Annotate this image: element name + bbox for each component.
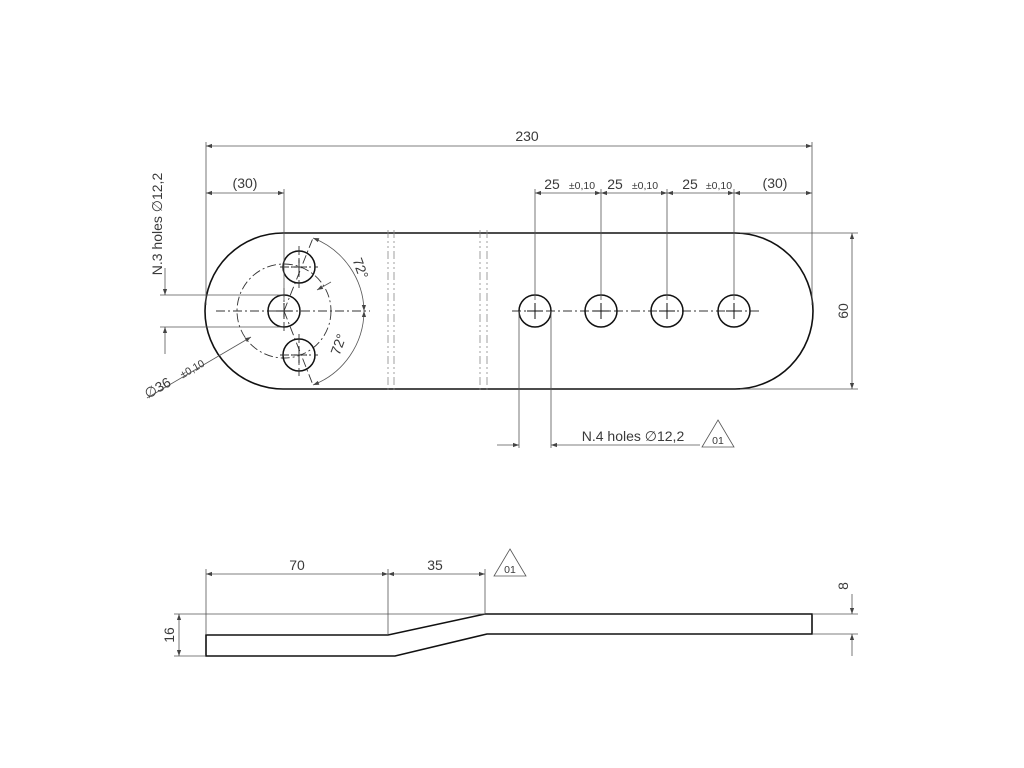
dim-flat-length: 70 xyxy=(289,557,305,573)
dim-right-ref: (30) xyxy=(763,175,788,191)
revision-label-top: 01 xyxy=(712,435,724,447)
revision-triangle-side xyxy=(493,548,527,577)
dim-pitch-2-tol: ±0,10 xyxy=(632,180,658,192)
revision-label-side: 01 xyxy=(504,564,516,576)
plate-outline xyxy=(204,232,814,390)
revision-triangle-top xyxy=(701,419,735,448)
dim-overall-length: 230 xyxy=(515,128,539,144)
dim-width: 60 xyxy=(835,303,851,319)
dim-pitch-1: 25 xyxy=(544,176,560,192)
dim-thickness: 8 xyxy=(835,582,851,590)
note-three-holes: N.3 holes ∅12,2 xyxy=(149,173,165,276)
dim-offset-height: 16 xyxy=(161,627,177,643)
side-view: 70 35 01 16 8 xyxy=(161,548,858,657)
dim-pitch-3-tol: ±0,10 xyxy=(706,180,732,192)
dim-pitch-1-tol: ±0,10 xyxy=(569,180,595,192)
dim-angle-upper: 72° xyxy=(350,256,372,281)
angle-arc-lower xyxy=(312,310,367,386)
side-profile xyxy=(205,613,813,657)
leader-bolt-circle xyxy=(146,336,252,399)
dim-bend-length: 35 xyxy=(427,557,443,573)
dim-angle-lower: 72° xyxy=(327,332,349,357)
dim-bolt-circle: ∅36 xyxy=(141,374,173,402)
dim-bolt-circle-tol: ±0,10 xyxy=(178,358,207,382)
dim-pitch-3: 25 xyxy=(682,176,698,192)
angle-arc-upper xyxy=(312,237,366,312)
dim-left-ref: (30) xyxy=(233,175,258,191)
note-four-holes: N.4 holes ∅12,2 xyxy=(582,428,685,444)
dim-pitch-2: 25 xyxy=(607,176,623,192)
top-view: 230 (30) 25 ±0,10 25 ±0,10 25 ±0,10 (30)… xyxy=(141,128,858,448)
